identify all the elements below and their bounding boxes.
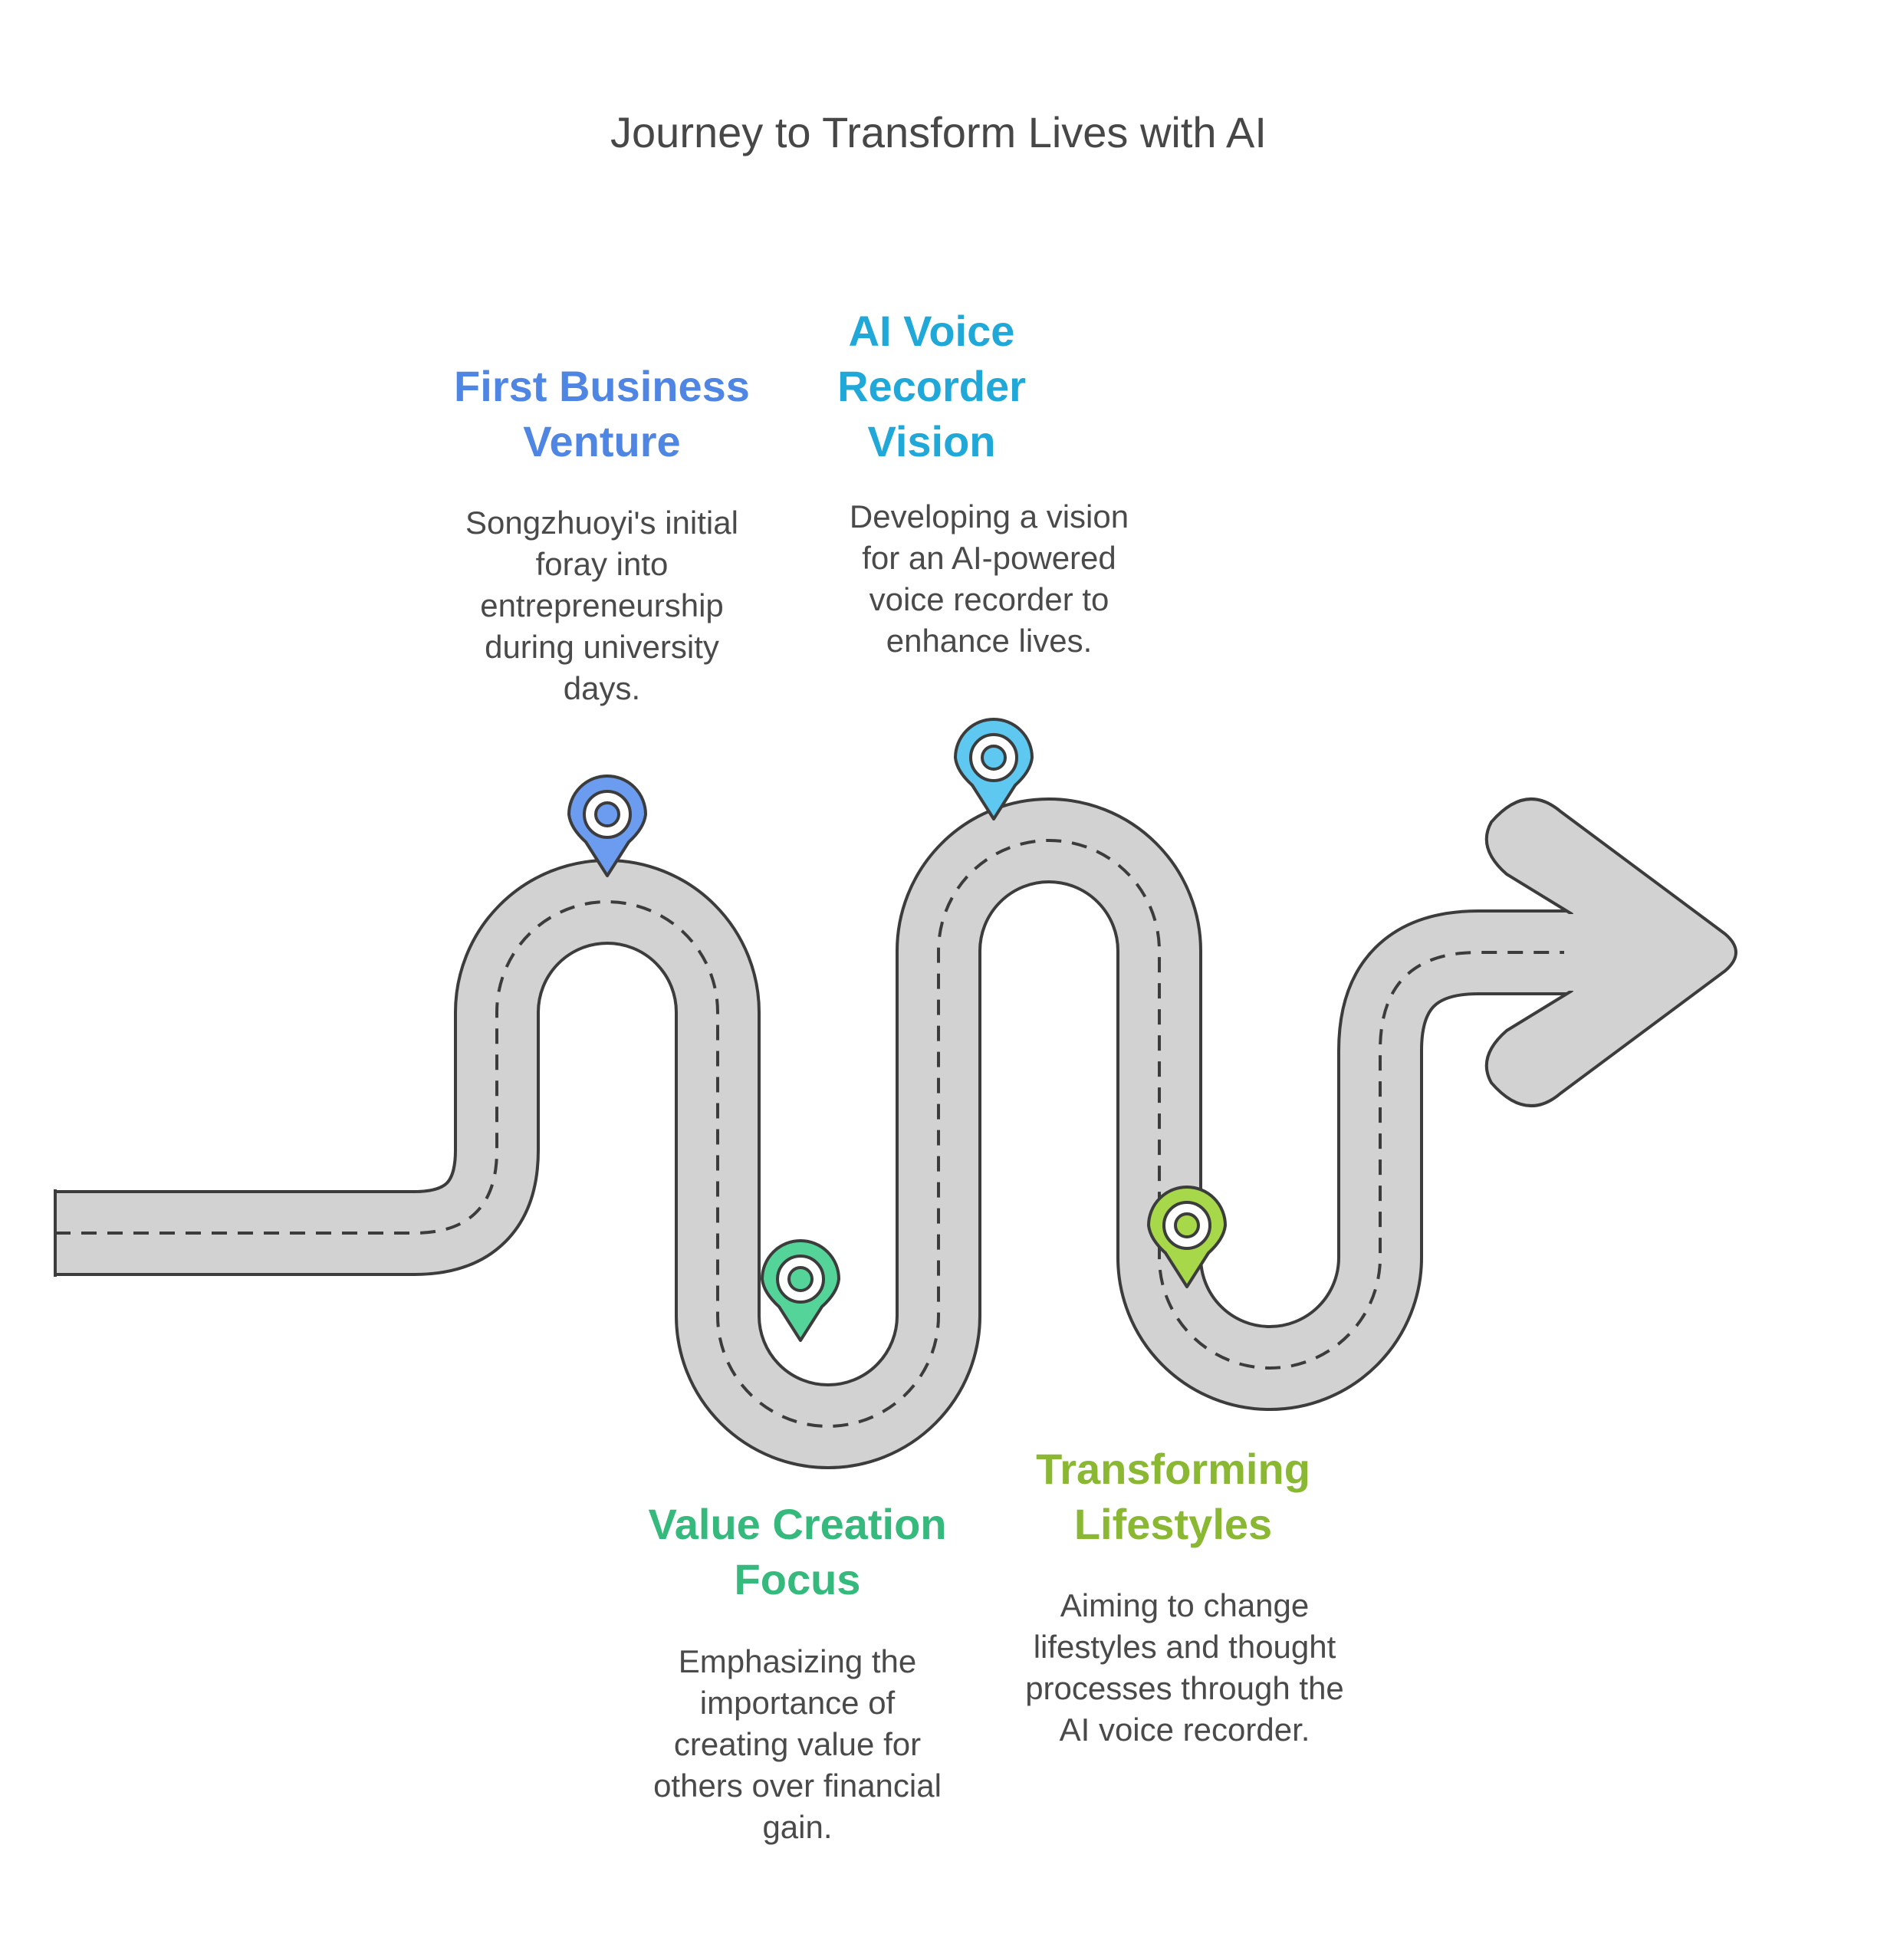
milestone-description: Aiming to change lifestyles and thought … bbox=[1025, 1587, 1344, 1748]
location-pin-icon bbox=[1147, 1186, 1227, 1288]
milestone-heading: Value Creation Focus bbox=[648, 1500, 947, 1603]
milestone-heading: Transforming Lifestyles bbox=[1036, 1445, 1310, 1548]
milestone-description: Emphasizing the importance of creating v… bbox=[653, 1643, 942, 1845]
location-pin-icon bbox=[954, 718, 1034, 821]
milestone-description: Songzhuoyi's initial foray into entrepre… bbox=[465, 505, 738, 706]
road-center-dashes bbox=[55, 839, 1564, 1428]
milestone-description: Developing a vision for an AI-powered vo… bbox=[849, 498, 1129, 659]
milestone-heading: First Business Venture bbox=[454, 362, 750, 465]
location-pin-icon bbox=[567, 774, 647, 877]
diagram-title: Journey to Transform Lives with AI bbox=[610, 108, 1267, 156]
location-pin-icon bbox=[761, 1239, 840, 1342]
road-arrow-head bbox=[1484, 797, 1737, 1107]
milestone-heading: AI Voice Recorder Vision bbox=[837, 307, 1026, 465]
